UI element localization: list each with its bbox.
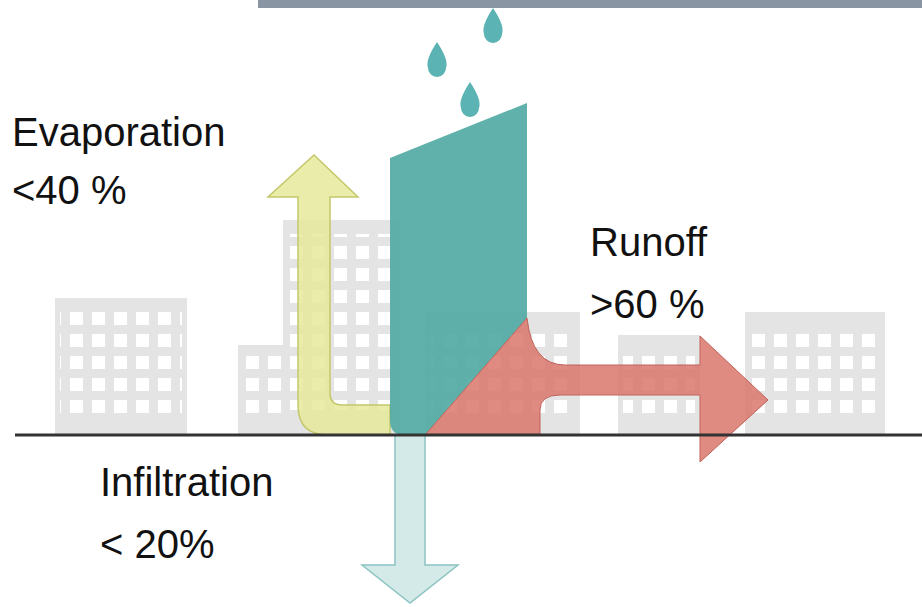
percentage-value: < 20% <box>100 524 215 564</box>
ground-line <box>15 434 922 437</box>
percentage-value: <40 % <box>12 170 127 210</box>
runoff-arrow <box>425 318 768 462</box>
raindrops <box>427 8 502 117</box>
building <box>745 312 885 435</box>
raindrop <box>483 8 502 43</box>
evaporation-arrow <box>268 155 390 435</box>
label-text: Infiltration <box>100 462 273 502</box>
label-text: Evaporation <box>12 112 225 152</box>
label-text: Runoff <box>590 222 707 262</box>
building-windows <box>750 326 882 414</box>
infiltration-arrow <box>362 435 458 603</box>
percentage-value: >60 % <box>590 284 705 324</box>
raindrop <box>427 42 446 77</box>
raindrop <box>460 82 479 117</box>
photo-strip <box>258 0 922 8</box>
building-windows <box>60 312 182 422</box>
building <box>55 298 187 435</box>
